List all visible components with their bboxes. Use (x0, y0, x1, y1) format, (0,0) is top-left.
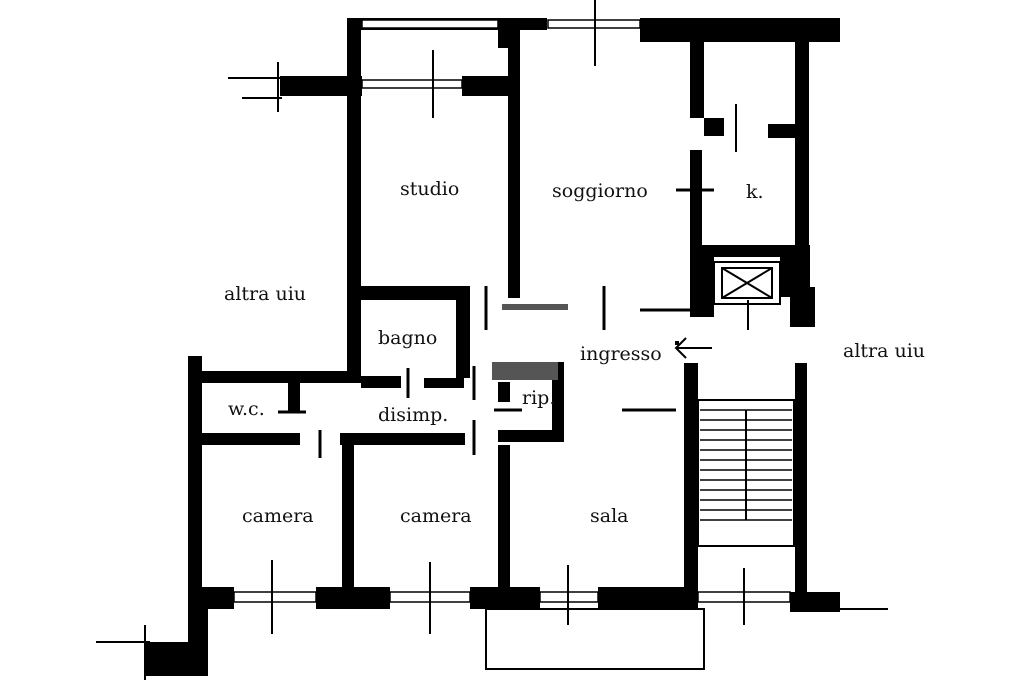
wall-camera-divider (342, 445, 354, 595)
wall-wc-bottom (190, 433, 300, 445)
wall-camera-sala-divider (498, 445, 510, 595)
neighbor-label-right: altra uiu (843, 340, 925, 362)
wall-stair-left (684, 363, 698, 600)
stair-steps (700, 409, 792, 521)
wall-kitchen-bottom (690, 245, 810, 257)
entrance-arrow (675, 341, 679, 345)
lift-cross-b (721, 267, 773, 299)
neighbor-label-left: altra uiu (224, 283, 306, 305)
window-studio-top (361, 19, 499, 29)
wall-bagno-top (361, 286, 468, 300)
room-label-ingresso: ingresso (580, 343, 662, 365)
window-bottom-1 (233, 591, 317, 603)
wall-studio-left (347, 18, 361, 383)
wall-kitchen-mid (704, 118, 724, 136)
room-label-disimpegno: disimp. (378, 404, 448, 426)
wall-corridor-bottom (340, 433, 465, 445)
lift-block-br (790, 287, 815, 327)
wall-studio-top-inner (280, 76, 362, 96)
wall-wc-divider (288, 383, 300, 413)
wall-bottom-2 (316, 587, 390, 609)
stair-outline (697, 399, 795, 547)
wall-studio-top-right (462, 76, 516, 96)
lift-inner (721, 267, 773, 299)
entrance-arrow-path (674, 337, 712, 359)
wall-kitchen-left (690, 18, 704, 118)
wall-bagno-bottom-r (424, 378, 464, 388)
room-label-kitchen: k. (746, 181, 764, 203)
wall-rip-right (552, 362, 564, 442)
door-grey-studio (502, 304, 568, 310)
wall-stair-right (795, 363, 807, 600)
room-label-soggiorno: soggiorno (552, 180, 648, 202)
window-studio (361, 79, 463, 89)
room-label-studio: studio (400, 178, 459, 200)
room-label-wc: w.c. (228, 398, 265, 420)
wall-top-right (640, 18, 840, 42)
labels: studio soggiorno k. bagno ingresso w.c. … (224, 178, 925, 527)
wall-left-outer (188, 356, 202, 614)
wall-studio-soggiorno (508, 30, 520, 298)
wall-rip-top-grey (492, 362, 558, 380)
wall-bottom-1 (190, 587, 234, 609)
room-label-ripostiglio: rip. (522, 387, 555, 409)
wall-bagno-bottom-l (361, 376, 401, 388)
room-label-bagno: bagno (378, 327, 437, 349)
wall-wc-top (190, 371, 360, 383)
thin-lines (96, 0, 888, 680)
wall-bottom-4 (598, 587, 698, 609)
staircase (697, 399, 795, 547)
wall-rip-left (498, 382, 510, 402)
wall-kitchen-left-low (690, 150, 702, 250)
wall-bottom-5 (790, 592, 840, 612)
wall-left-foot (145, 642, 205, 676)
room-label-camera-left: camera (242, 505, 314, 527)
wall-kitchen-right (795, 18, 809, 250)
wall-bottom-3 (470, 587, 540, 609)
room-label-sala: sala (590, 505, 628, 527)
balcony (485, 608, 705, 670)
lift-block (690, 257, 714, 317)
wall-kitchen-mid-r (768, 124, 796, 138)
room-label-camera-center: camera (400, 505, 472, 527)
doors (278, 188, 714, 458)
walls (145, 18, 840, 676)
wall-rip-bottom (498, 430, 564, 442)
wall-bagno-right (456, 286, 470, 378)
